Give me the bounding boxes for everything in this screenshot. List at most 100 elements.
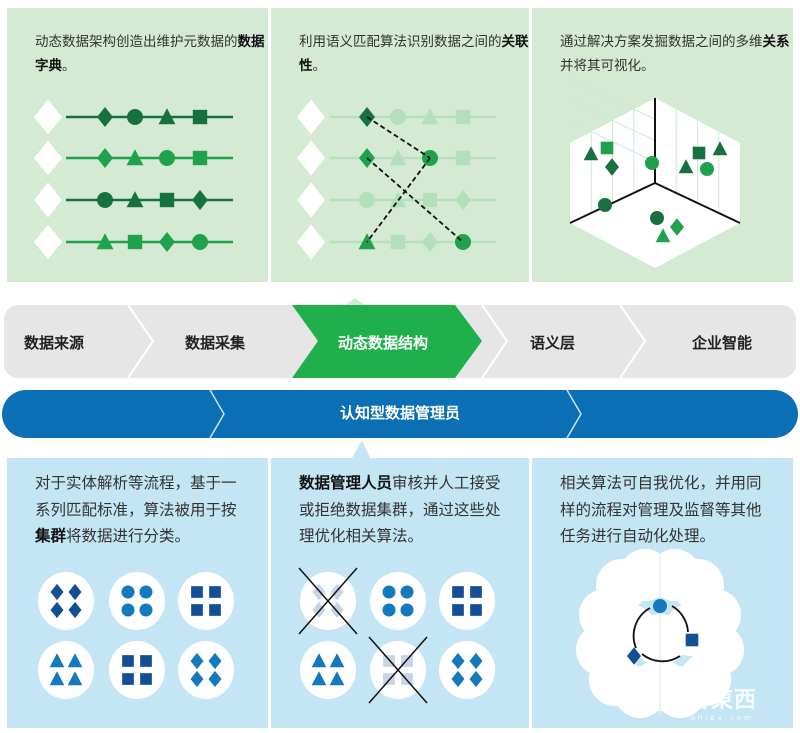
diamond-icon: [192, 190, 208, 210]
diamond-icon: [34, 99, 62, 135]
triangle-icon: [421, 108, 439, 125]
circle-icon: [127, 109, 143, 125]
diamond-icon: [297, 224, 325, 260]
square-icon: [122, 655, 134, 667]
diamond-icon: [34, 182, 62, 218]
panel-text: 相关算法可自我优化，并用同样的流程对管理及监督等其他任务进行自动化处理。: [560, 470, 775, 550]
circle-icon: [650, 211, 664, 225]
square-icon: [192, 150, 208, 166]
cluster-oval: [109, 572, 165, 630]
circle-icon: [645, 156, 659, 170]
panel-text: 数据管理人员审核并人工接受或拒绝数据集群，通过这些处理优化相关算法。: [299, 470, 514, 550]
diamond-icon: [68, 601, 82, 619]
pipeline-divider: [127, 304, 155, 379]
cluster: [298, 567, 358, 635]
text-segment: 动态数据架构创造出维护元数据的: [35, 34, 238, 50]
panel-text: 通过解决方案发掘数据之间的多维关系并将其可视化。: [560, 30, 790, 78]
cluster: [38, 641, 94, 699]
diamond-icon: [605, 158, 619, 176]
circle-icon: [382, 603, 396, 617]
diamond-icon: [68, 583, 82, 601]
emphasis-text: 关系: [762, 34, 790, 50]
cube-grid-line: [569, 100, 656, 141]
triangle-icon: [329, 653, 345, 668]
circle-icon: [400, 603, 414, 617]
square-icon: [140, 655, 152, 667]
triangle-icon: [678, 159, 694, 174]
curator-divider: [566, 389, 582, 439]
emphasis-text: 集群: [35, 527, 67, 545]
square-icon: [191, 604, 203, 616]
cluster-oval: [370, 572, 426, 630]
circle-icon: [97, 192, 113, 208]
active-stage-chevron: [292, 305, 482, 378]
relationship-dashed-line: [366, 157, 431, 243]
diamond-icon: [627, 647, 641, 665]
triangle-icon: [67, 653, 83, 668]
brain-icon: [576, 549, 744, 718]
relationship-dashed-line: [366, 116, 431, 159]
square-icon: [383, 673, 395, 685]
cognitive-data-curator-label: 认知型数据管理员: [339, 404, 460, 422]
square-icon: [692, 146, 706, 160]
circle-icon: [121, 603, 135, 617]
triangle-icon: [158, 108, 176, 125]
text-segment: 并将其可视化。: [560, 58, 655, 74]
triangle-icon: [311, 671, 327, 686]
triangle-icon: [49, 671, 65, 686]
diamond-icon: [190, 652, 204, 670]
triangle-icon: [126, 149, 144, 166]
text-segment: 审核并人工接受或拒绝数据集群，通过这些处理优化相关算法。: [299, 474, 501, 545]
cluster-oval: [439, 641, 495, 699]
circle-icon: [400, 585, 414, 599]
triangle-icon: [311, 653, 327, 668]
square-icon: [455, 150, 471, 166]
triangle-icon: [389, 149, 407, 166]
square-icon: [192, 109, 208, 125]
panel-text: 对于实体解析等流程，基于一系列匹配标准，算法被用于按集群将数据进行分类。: [35, 470, 250, 550]
text-segment: 利用语义匹配算法识别数据之间的: [299, 34, 502, 50]
square-icon: [452, 586, 464, 598]
square-icon: [122, 673, 134, 685]
square-icon: [401, 673, 413, 685]
diamond-icon: [451, 670, 465, 688]
panel-text: 利用语义匹配算法识别数据之间的关联性。: [299, 30, 529, 78]
stage-semantic-layer: 语义层: [530, 334, 576, 352]
square-icon: [455, 109, 471, 125]
relationship-dashed-line: [366, 157, 464, 243]
text-segment: 通过解决方案发掘数据之间的多维: [560, 34, 763, 50]
diamond-icon: [297, 99, 325, 135]
circle-icon: [159, 150, 175, 166]
circle-icon: [192, 234, 208, 250]
stage-data-collection: 数据采集: [185, 334, 246, 352]
cycle-arrow: [632, 607, 651, 649]
diamond-icon: [97, 107, 113, 127]
triangle-icon: [67, 671, 83, 686]
diamond-icon: [422, 232, 438, 252]
square-icon: [600, 141, 614, 155]
reject-x-icon: [368, 636, 428, 704]
cluster-oval: [178, 572, 234, 630]
circle-icon: [653, 599, 667, 613]
circle-icon: [390, 109, 406, 125]
cube-axis: [654, 182, 741, 224]
diamond-icon: [451, 652, 465, 670]
square-icon: [401, 655, 413, 667]
emphasis-text: 关联性: [299, 34, 529, 74]
triangle-icon: [49, 653, 65, 668]
panel-text: 动态数据架构创造出维护元数据的数据字典。: [35, 30, 265, 78]
cycle-arrow: [641, 653, 681, 663]
diamond-icon: [34, 224, 62, 260]
triangle-icon: [655, 228, 671, 243]
square-icon: [209, 586, 221, 598]
cycle-arrow: [671, 605, 689, 633]
cluster-oval: [439, 572, 495, 630]
reject-x-icon: [298, 567, 358, 635]
square-icon: [422, 192, 438, 208]
square-icon: [383, 655, 395, 667]
square-icon: [470, 604, 482, 616]
cluster: [38, 572, 94, 630]
square-icon: [140, 673, 152, 685]
square-icon: [390, 234, 406, 250]
diamond-icon: [50, 601, 64, 619]
